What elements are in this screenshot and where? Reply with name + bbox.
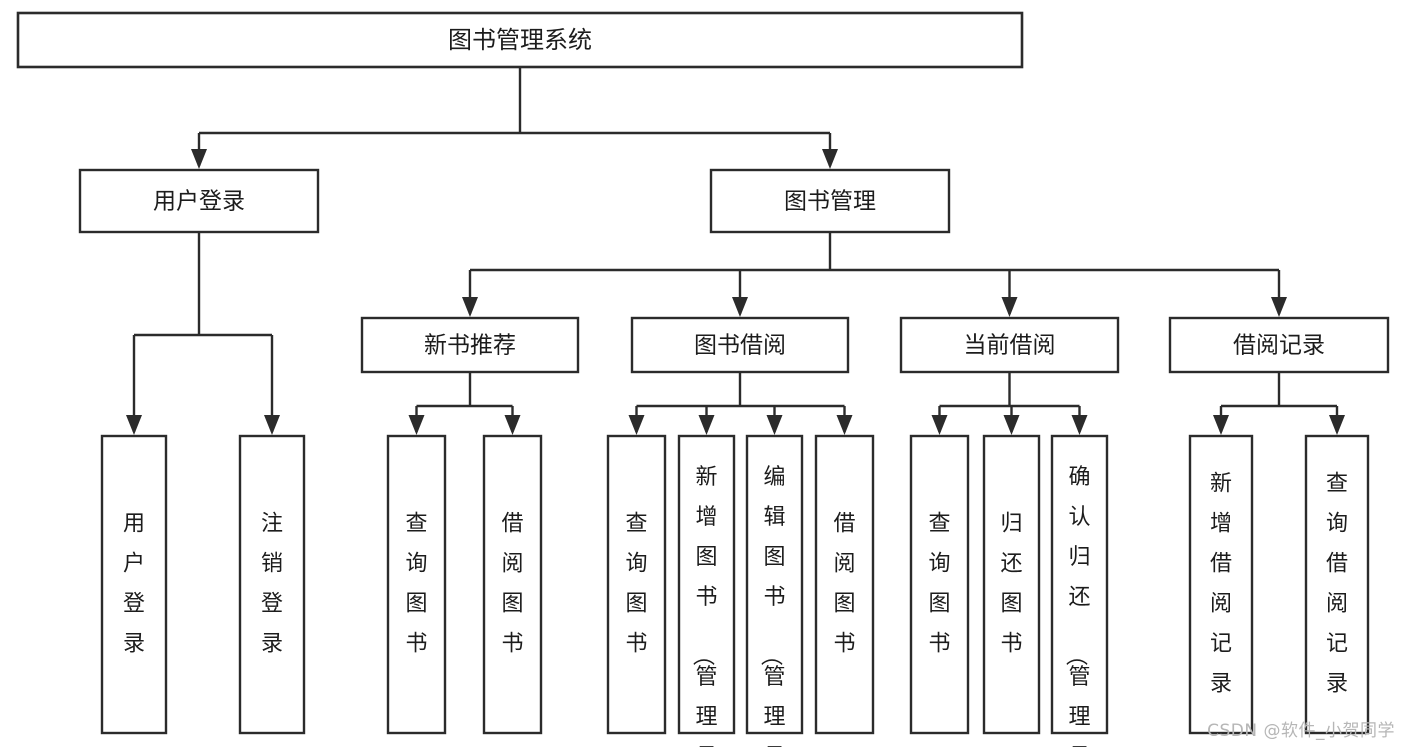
leaf-node-box[interactable]	[982, 434, 1041, 735]
level2-node-label: 当前借阅	[964, 333, 1056, 359]
leaf-node-label: 新增借阅记录	[1210, 472, 1232, 697]
leaf-node-box[interactable]	[814, 434, 875, 735]
connector-arrowhead	[698, 415, 715, 435]
leaf-node-box[interactable]	[238, 434, 306, 735]
leaf-node-box[interactable]	[386, 434, 447, 735]
connector-arrowhead	[822, 149, 838, 169]
leaf-node-box[interactable]	[1304, 434, 1370, 735]
csdn-watermark: CSDN @软件_小贺同学	[1207, 721, 1395, 741]
leaf-node-box[interactable]	[100, 434, 168, 735]
leaf-node[interactable]: 查询借阅记录	[1304, 434, 1370, 735]
leaf-node-label: 用户登录	[123, 512, 145, 657]
level1-node[interactable]: 用户登录	[78, 168, 320, 234]
level2-node-label: 图书借阅	[694, 333, 786, 359]
leaf-node-box[interactable]	[677, 434, 736, 735]
leaf-node-label: 查询图书	[405, 512, 427, 657]
connector-arrowhead	[191, 149, 207, 169]
connector-arrowhead	[504, 415, 521, 435]
level1-node-label: 图书管理	[784, 189, 876, 215]
leaf-node-box[interactable]	[606, 434, 667, 735]
leaf-node[interactable]: 确认归还（管理员）	[1050, 434, 1109, 747]
leaf-node[interactable]: 查询图书	[909, 434, 970, 735]
level1-node-label: 用户登录	[153, 189, 245, 215]
leaf-node-label: 查询图书	[928, 512, 950, 657]
level2-node[interactable]: 当前借阅	[899, 316, 1120, 374]
connector-arrowhead	[126, 415, 142, 435]
connector-arrowhead	[1001, 297, 1018, 317]
level1-node-box[interactable]	[709, 168, 951, 234]
connectors-layer	[126, 67, 1345, 435]
level2-node-label: 借阅记录	[1233, 333, 1325, 359]
nodes-layer: 图书管理系统用户登录图书管理新书推荐图书借阅当前借阅借阅记录用户登录注销登录查询…	[16, 11, 1390, 747]
leaf-node[interactable]: 用户登录	[100, 434, 168, 735]
connector-arrowhead	[931, 415, 948, 435]
leaf-node-label: 确认归还（管理员）	[1062, 465, 1090, 747]
connector-arrowhead	[462, 297, 478, 317]
leaf-node-label: 查询借阅记录	[1326, 472, 1348, 697]
level1-node-box[interactable]	[78, 168, 320, 234]
leaf-node[interactable]: 注销登录	[238, 434, 306, 735]
connector-arrowhead	[1071, 415, 1088, 435]
leaf-node-box[interactable]	[482, 434, 543, 735]
leaf-node-box[interactable]	[1188, 434, 1254, 735]
leaf-node-label: 借阅图书	[501, 512, 523, 657]
level2-node[interactable]: 借阅记录	[1168, 316, 1390, 374]
connector-arrowhead	[1329, 415, 1345, 435]
connector-arrowhead	[1003, 415, 1020, 435]
level2-node-box[interactable]	[899, 316, 1120, 374]
leaf-node[interactable]: 查询图书	[386, 434, 447, 735]
level2-node-label: 新书推荐	[424, 333, 516, 359]
leaf-node-label: 注销登录	[261, 512, 283, 657]
level2-node[interactable]: 新书推荐	[360, 316, 580, 374]
leaf-node-label: 借阅图书	[833, 512, 855, 657]
connector-arrowhead	[264, 415, 280, 435]
connector-arrowhead	[628, 415, 645, 435]
leaf-node-label: 查询图书	[625, 512, 647, 657]
level2-node-box[interactable]	[1168, 316, 1390, 374]
connector-arrowhead	[836, 415, 853, 435]
leaf-node-box[interactable]	[1050, 434, 1109, 735]
leaf-node[interactable]: 借阅图书	[814, 434, 875, 735]
level2-node[interactable]: 图书借阅	[630, 316, 850, 374]
level1-node[interactable]: 图书管理	[709, 168, 951, 234]
connector-arrowhead	[408, 415, 425, 435]
connector-arrowhead	[1213, 415, 1229, 435]
leaf-node-label: 编辑图书（管理员）	[757, 465, 785, 747]
leaf-node[interactable]: 编辑图书（管理员）	[745, 434, 804, 747]
leaf-node[interactable]: 新增图书（管理员）	[677, 434, 736, 747]
leaf-node[interactable]: 查询图书	[606, 434, 667, 735]
leaf-node[interactable]: 归还图书	[982, 434, 1041, 735]
root-node-label: 图书管理系统	[448, 26, 592, 54]
leaf-node-box[interactable]	[909, 434, 970, 735]
level2-node-box[interactable]	[630, 316, 850, 374]
leaf-node[interactable]: 借阅图书	[482, 434, 543, 735]
leaf-node-label: 归还图书	[1000, 512, 1022, 657]
leaf-node-label: 新增图书（管理员）	[689, 465, 717, 747]
leaf-node-box[interactable]	[745, 434, 804, 735]
root-node[interactable]: 图书管理系统	[16, 11, 1024, 69]
level2-node-box[interactable]	[360, 316, 580, 374]
leaf-node[interactable]: 新增借阅记录	[1188, 434, 1254, 735]
connector-arrowhead	[732, 297, 748, 317]
connector-arrowhead	[766, 415, 783, 435]
root-node-box[interactable]	[16, 11, 1024, 69]
connector-arrowhead	[1271, 297, 1287, 317]
